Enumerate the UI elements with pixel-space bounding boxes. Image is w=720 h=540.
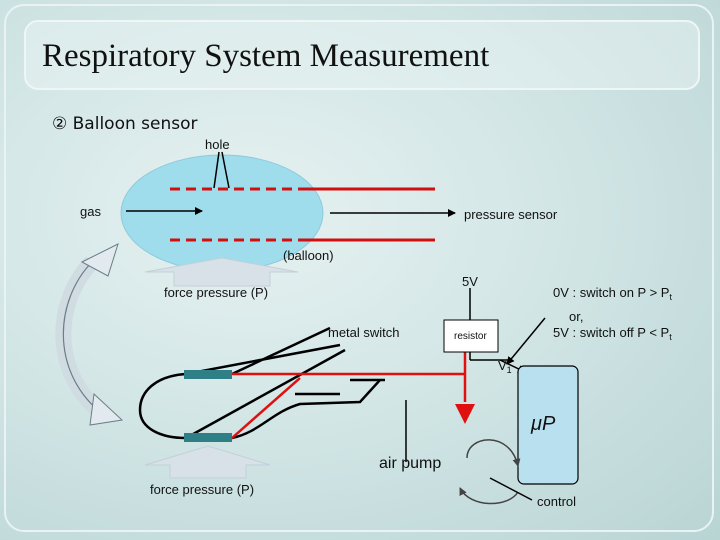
curved-arrow-top-head xyxy=(80,243,119,277)
metal-switch-label: metal switch xyxy=(328,325,400,340)
resistor-label: resistor xyxy=(454,331,487,342)
wire-arrowhead xyxy=(455,404,475,424)
air-pump-label: air pump xyxy=(379,455,441,472)
pump-cycle-arrow-bottom xyxy=(459,487,519,505)
force-pressure-bottom-arrow-shape xyxy=(144,445,271,479)
curved-transition-arrow xyxy=(55,256,106,419)
tube-outline xyxy=(138,326,385,440)
metal-switch-pad-top xyxy=(184,370,232,379)
microprocessor-box xyxy=(517,365,579,485)
control-arrow xyxy=(489,477,533,501)
slide-title: Respiratory System Measurement xyxy=(42,38,490,74)
voltage-5v-label: 5V xyxy=(462,274,478,289)
force-pressure-bottom-label: force pressure (P) xyxy=(150,482,254,497)
metal-switch-pad-bottom xyxy=(184,433,232,442)
control-label: control xyxy=(537,494,576,509)
pressure-sensor-label: pressure sensor xyxy=(464,207,558,222)
switch-status-arrow xyxy=(506,317,546,365)
balloon-label: (balloon) xyxy=(283,248,334,263)
switch-on-condition: 0V : switch on P > Pt xyxy=(553,285,672,302)
section-subtitle: ② Balloon sensor xyxy=(52,114,198,134)
gas-label: gas xyxy=(80,204,101,219)
or-label: or, xyxy=(569,309,583,324)
microprocessor-label: μP xyxy=(530,413,556,435)
curved-arrow-bottom-head xyxy=(89,392,124,426)
title-bar xyxy=(24,20,700,90)
hole-pointer xyxy=(213,151,230,189)
resistor-box xyxy=(443,319,499,353)
v1-label: V1 xyxy=(498,358,512,375)
hole-label: hole xyxy=(205,137,230,152)
slide-frame xyxy=(4,4,714,532)
pump-cycle-arrow-top xyxy=(466,439,521,467)
force-pressure-top-arrow-shape xyxy=(144,257,299,287)
switch-off-condition: 5V : switch off P < Pt xyxy=(553,325,672,342)
force-pressure-top-label: force pressure (P) xyxy=(164,285,268,300)
circuit-wiring-red xyxy=(231,352,467,439)
